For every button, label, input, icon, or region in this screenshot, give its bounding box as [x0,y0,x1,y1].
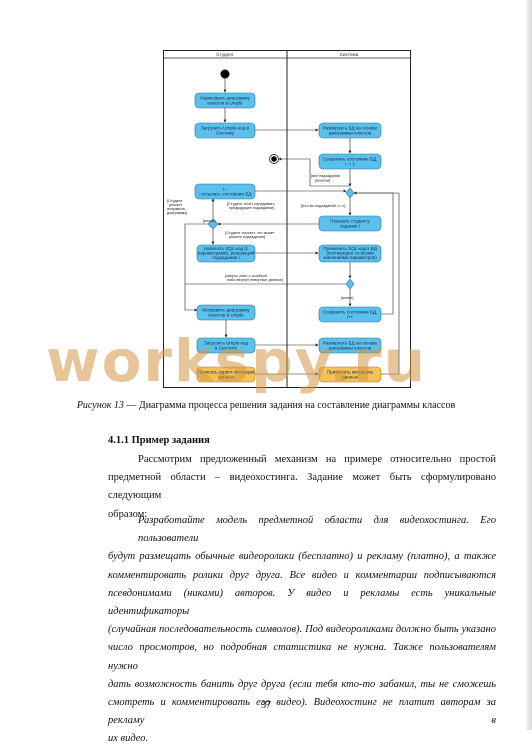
paragraph-task: Разработайте модель предметной области д… [108,512,496,749]
svg-text:данных: данных [218,375,235,380]
activity-diagram: Студент Система Нарисовать диаграмму кла… [163,50,411,388]
node-send-state: i-- ; отсылать состояние БД [194,183,256,200]
paragraph-line: дать возможность банить друг друга (если… [108,678,496,690]
paragraph-line: предметной области – видеохостинга. Зада… [108,472,496,502]
section-title: 4.1.1 Пример задания [108,435,210,446]
paragraph-line: (случайная последовательность символов).… [108,624,496,636]
svg-text:диаграммы классов: диаграммы классов [329,346,372,351]
svg-text:Исправить диаграмму: Исправить диаграмму [202,308,250,313]
paragraph-line: Разработайте модель предметной области д… [138,515,496,545]
svg-text:подзадание i: подзадание i [212,255,239,260]
svg-text:в Систему: в Систему [215,346,238,351]
paragraph-line: образом: [108,508,148,520]
svg-text:Нарисовать диаграмму: Нарисовать диаграмму [200,96,250,101]
watermark-logo: workspy.ru [46,327,428,395]
svg-text:задание i: задание i [340,224,360,229]
paragraph-line: Рассмотрим предложенный механизм на прим… [138,454,496,465]
figure-label: Рисунок 13 [76,400,124,411]
lane-title-student: Студент [216,52,234,57]
paragraph-line: будут размещать обычные видеоролики (бес… [108,551,496,563]
svg-text:[Студент: [Студент [167,199,183,203]
svg-text:либо вернул неверные данные]: либо вернул неверные данные] [227,278,283,282]
node-fix-diagram: Исправить диаграмму классов в Umple [196,304,256,321]
svg-text:параметрами), решающий: параметрами), решающий [198,250,255,256]
svg-text:Развернуть БД на основе: Развернуть БД на основе [323,341,378,346]
node-upload-code: Загрузить Umple-код в Систему [194,122,256,139]
paragraph-line: смотреть и комментировать его видео). Ви… [108,697,496,727]
node-apply-sql: Применить SQL-код к БД (поочерёдно со вс… [318,244,382,263]
svg-text:данных: данных [342,375,359,380]
svg-text:диаграммы классов: диаграммы классов [329,131,372,136]
svg-text:решает: решает [169,203,182,207]
svg-text:классов в Umple: классов в Umple [207,101,243,106]
svg-text:[Студент хочет передавать: [Студент хочет передавать [227,202,275,206]
svg-text:Загрузить Umple-код: Загрузить Umple-код [204,341,249,346]
svg-text:; отсылать состояние БД: ; отсылать состояние БД [199,192,253,197]
svg-text:решить подзадание]: решить подзадание] [229,235,265,239]
node-save-state: Сохранить состояние БД, i := 1 [318,153,382,170]
figure-caption-text: — Диаграмма процесса решения задания на … [123,400,456,411]
svg-text:[Студент считает, что может: [Студент считает, что может [225,231,275,235]
svg-text:Применить миграцию: Применить миграцию [327,370,374,375]
svg-text:(поочерёдно со всеми: (поочерёдно со всеми [326,251,374,256]
svg-text:Систему: Систему [216,131,235,136]
start-node [220,69,230,79]
svg-text:Сохранить состояние БД,: Сохранить состояние БД, [323,310,378,315]
svg-text:значениями параметров): значениями параметров) [323,255,377,260]
svg-text:классов в Umple: классов в Umple [208,313,244,318]
svg-text:Загрузить Umple-код в: Загрузить Umple-код в [201,126,250,131]
figure-caption: Рисунок 13 — Диаграмма процесса решения … [0,399,532,413]
paragraph-line: их видео. [108,733,149,745]
node-deploy-db-2: Развернуть БД на основе диаграммы классо… [318,337,382,354]
svg-text:i := 1: i := 1 [345,162,356,167]
svg-text:решены]: решены] [315,179,330,183]
paragraph-line: число просмотров, но подробная статистик… [108,642,496,672]
node-write-sql: Написать SQL-код (с параметрами), решающ… [196,244,256,263]
node-apply-migration: Применить миграцию данных [318,366,382,383]
svg-text:Применить SQL-код к БД: Применить SQL-код к БД [323,246,378,251]
node-upload-code-2: Загрузить Umple-код в Систему [196,337,256,354]
node-draw-diagram: Нарисовать диаграмму классов в Umple [194,92,256,109]
activity-diagram-svg: Студент Система Нарисовать диаграмму кла… [163,50,411,388]
paragraph-intro: Рассмотрим предложенный механизм на прим… [108,451,496,524]
svg-text:i++: i++ [347,315,354,320]
svg-text:Показать студенту: Показать студенту [330,219,370,224]
node-deploy-db: Развернуть БД на основе диаграммы классо… [318,122,382,139]
svg-text:диаграмму]: диаграмму] [167,211,187,215]
svg-text:[все подзадания: [все подзадания [311,174,340,178]
svg-text:предыдущее подзадание]: предыдущее подзадание] [229,206,274,210]
page-edge-shadow [526,0,532,730]
node-show-task: Показать студенту задание i [318,215,382,232]
svg-text:[иначе]: [иначе] [341,296,353,300]
lane-title-system: Система [340,52,359,57]
svg-text:[иначе]: [иначе] [203,219,215,223]
node-save-state-2: Сохранить состояние БД, i++ [318,306,382,323]
svg-text:Сохранить состояние БД,: Сохранить состояние БД, [323,157,378,162]
svg-text:Написать скрипт миграции: Написать скрипт миграции [197,370,254,375]
paragraph-line: псевдонимами (никами) авторов. У видео и… [108,587,496,618]
svg-text:[Кол-во подзаданий >= n]: [Кол-во подзаданий >= n] [301,204,345,208]
paragraph-line: комментировать ролики друг друга. Все ви… [108,569,496,581]
svg-text:i--: i-- [223,187,228,192]
svg-text:исправить: исправить [167,207,185,211]
svg-text:[запрос упал с ошибкой: [запрос упал с ошибкой [225,274,267,278]
page-number: 37 [261,700,271,711]
node-write-migration: Написать скрипт миграции данных [196,366,256,383]
svg-text:Написать SQL-код (с: Написать SQL-код (с [204,246,249,251]
svg-text:Развернуть БД на основе: Развернуть БД на основе [323,126,378,131]
